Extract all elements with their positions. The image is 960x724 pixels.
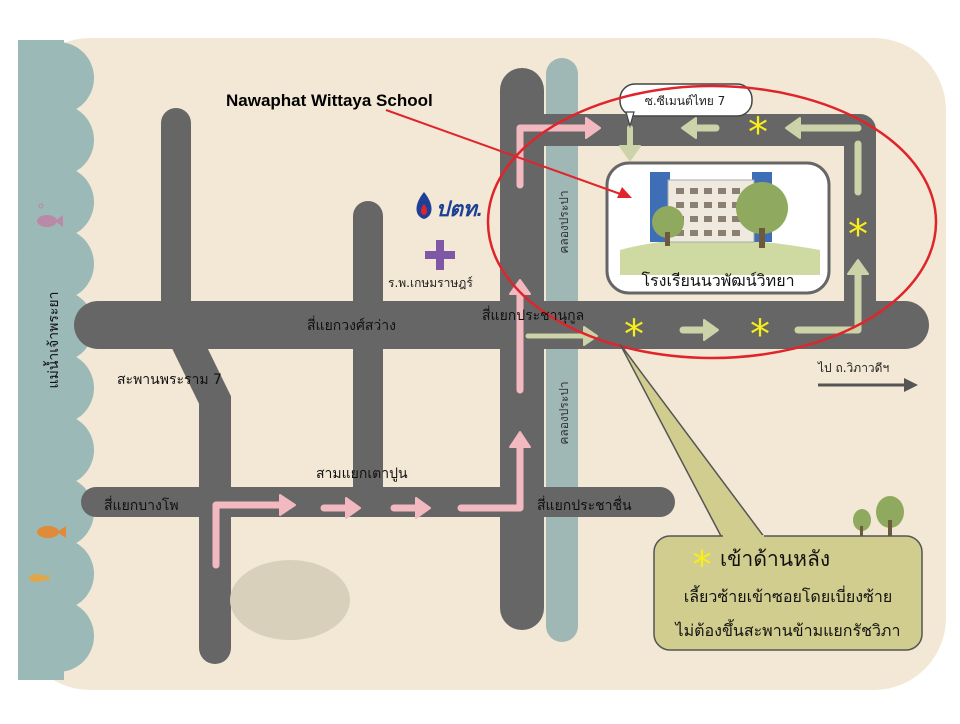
canal-label: คลองประปา xyxy=(557,381,571,444)
callout-line-1: เลี้ยวซ้ายเข้าซอยโดยเบี่ยงซ้าย xyxy=(684,585,892,606)
fish-icon xyxy=(29,574,49,582)
highlight-circle xyxy=(486,84,938,360)
star-icon: * xyxy=(624,312,644,358)
tree-icon xyxy=(853,496,904,536)
soi-label: ซ.ซีเมนต์ไทย 7 xyxy=(645,94,726,108)
school-name-thai: โรงเรียนนวพัฒน์วิทยา xyxy=(641,271,794,290)
canal-label: คลองประปา xyxy=(557,190,571,253)
route-arrows xyxy=(212,117,601,569)
label-bang-pho: สี่แยกบางโพ xyxy=(104,496,179,514)
label-to-vibhavadi: ไป ถ.วิภาวดีฯ xyxy=(817,361,889,375)
label-tao-poon: สามแยกเตาปูน xyxy=(316,466,408,482)
star-icon: * xyxy=(848,212,868,258)
svg-text:*: * xyxy=(848,212,868,258)
hospital-label: ร.พ.เกษมราษฎร์ xyxy=(388,276,473,290)
pointer-arrow xyxy=(385,109,632,198)
star-icon: * xyxy=(693,543,712,587)
star-icon: * xyxy=(750,312,770,358)
school-name-english: Nawaphat Wittaya School xyxy=(226,91,433,110)
callout-box: * เข้าด้านหลัง เลี้ยวซ้ายเข้าซอยโดยเบี่ย… xyxy=(619,343,923,651)
label-prachanukul: สี่แยกประชานุกูล xyxy=(482,306,584,324)
label-rama7-bridge: สะพานพระราม 7 xyxy=(117,372,222,388)
fish-icon xyxy=(37,203,63,227)
river-label: แม่น้ำเจ้าพระยา xyxy=(43,292,62,389)
callout-title: เข้าด้านหลัง xyxy=(720,547,830,571)
svg-text:*: * xyxy=(750,312,770,358)
fish-icon xyxy=(37,526,66,538)
label-pracha-chuen: สี่แยกประชาชื่น xyxy=(537,496,632,514)
ptt-logo-icon: ปตท. xyxy=(416,192,483,221)
ptt-logo-text: ปตท. xyxy=(436,198,483,221)
park-area xyxy=(230,560,350,640)
label-kong-sawang: สี่แยกวงศ์สว่าง xyxy=(307,316,396,334)
svg-text:*: * xyxy=(748,110,768,156)
arrow-right-icon xyxy=(818,378,918,392)
hospital-cross-icon xyxy=(425,240,455,270)
back-route-arrows xyxy=(525,117,869,346)
school-building xyxy=(605,161,831,295)
star-icon: * xyxy=(748,110,768,156)
svg-text:*: * xyxy=(624,312,644,358)
callout-line-2: ไม่ต้องขึ้นสะพานข้ามแยกรัชวิภา xyxy=(674,619,901,640)
